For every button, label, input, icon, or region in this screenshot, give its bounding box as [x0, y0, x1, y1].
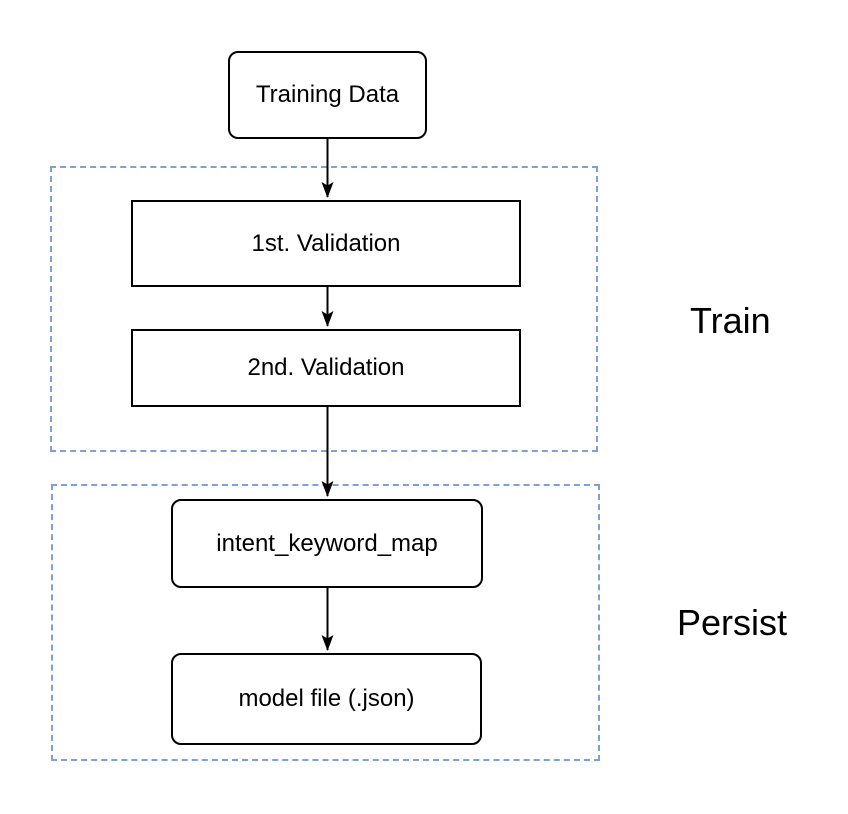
- node-training-data-label: Training Data: [255, 81, 400, 108]
- node-model-file-label: model file (.json): [238, 685, 415, 712]
- node-first-validation-label: 1st. Validation: [251, 229, 401, 257]
- node-intent-keyword-map-label: intent_keyword_map: [216, 529, 438, 557]
- train-group-box: [50, 166, 598, 452]
- node-first-validation: 1st. Validation: [131, 200, 521, 287]
- train-group-label: Train: [690, 300, 771, 341]
- node-model-file: model file (.json): [171, 653, 482, 745]
- node-intent-keyword-map: intent_keyword_map: [171, 499, 483, 588]
- node-second-validation: 2nd. Validation: [131, 329, 521, 407]
- persist-group-label: Persist: [677, 602, 788, 643]
- node-training-data: Training Data: [228, 51, 427, 139]
- node-second-validation-label: 2nd. Validation: [247, 354, 405, 381]
